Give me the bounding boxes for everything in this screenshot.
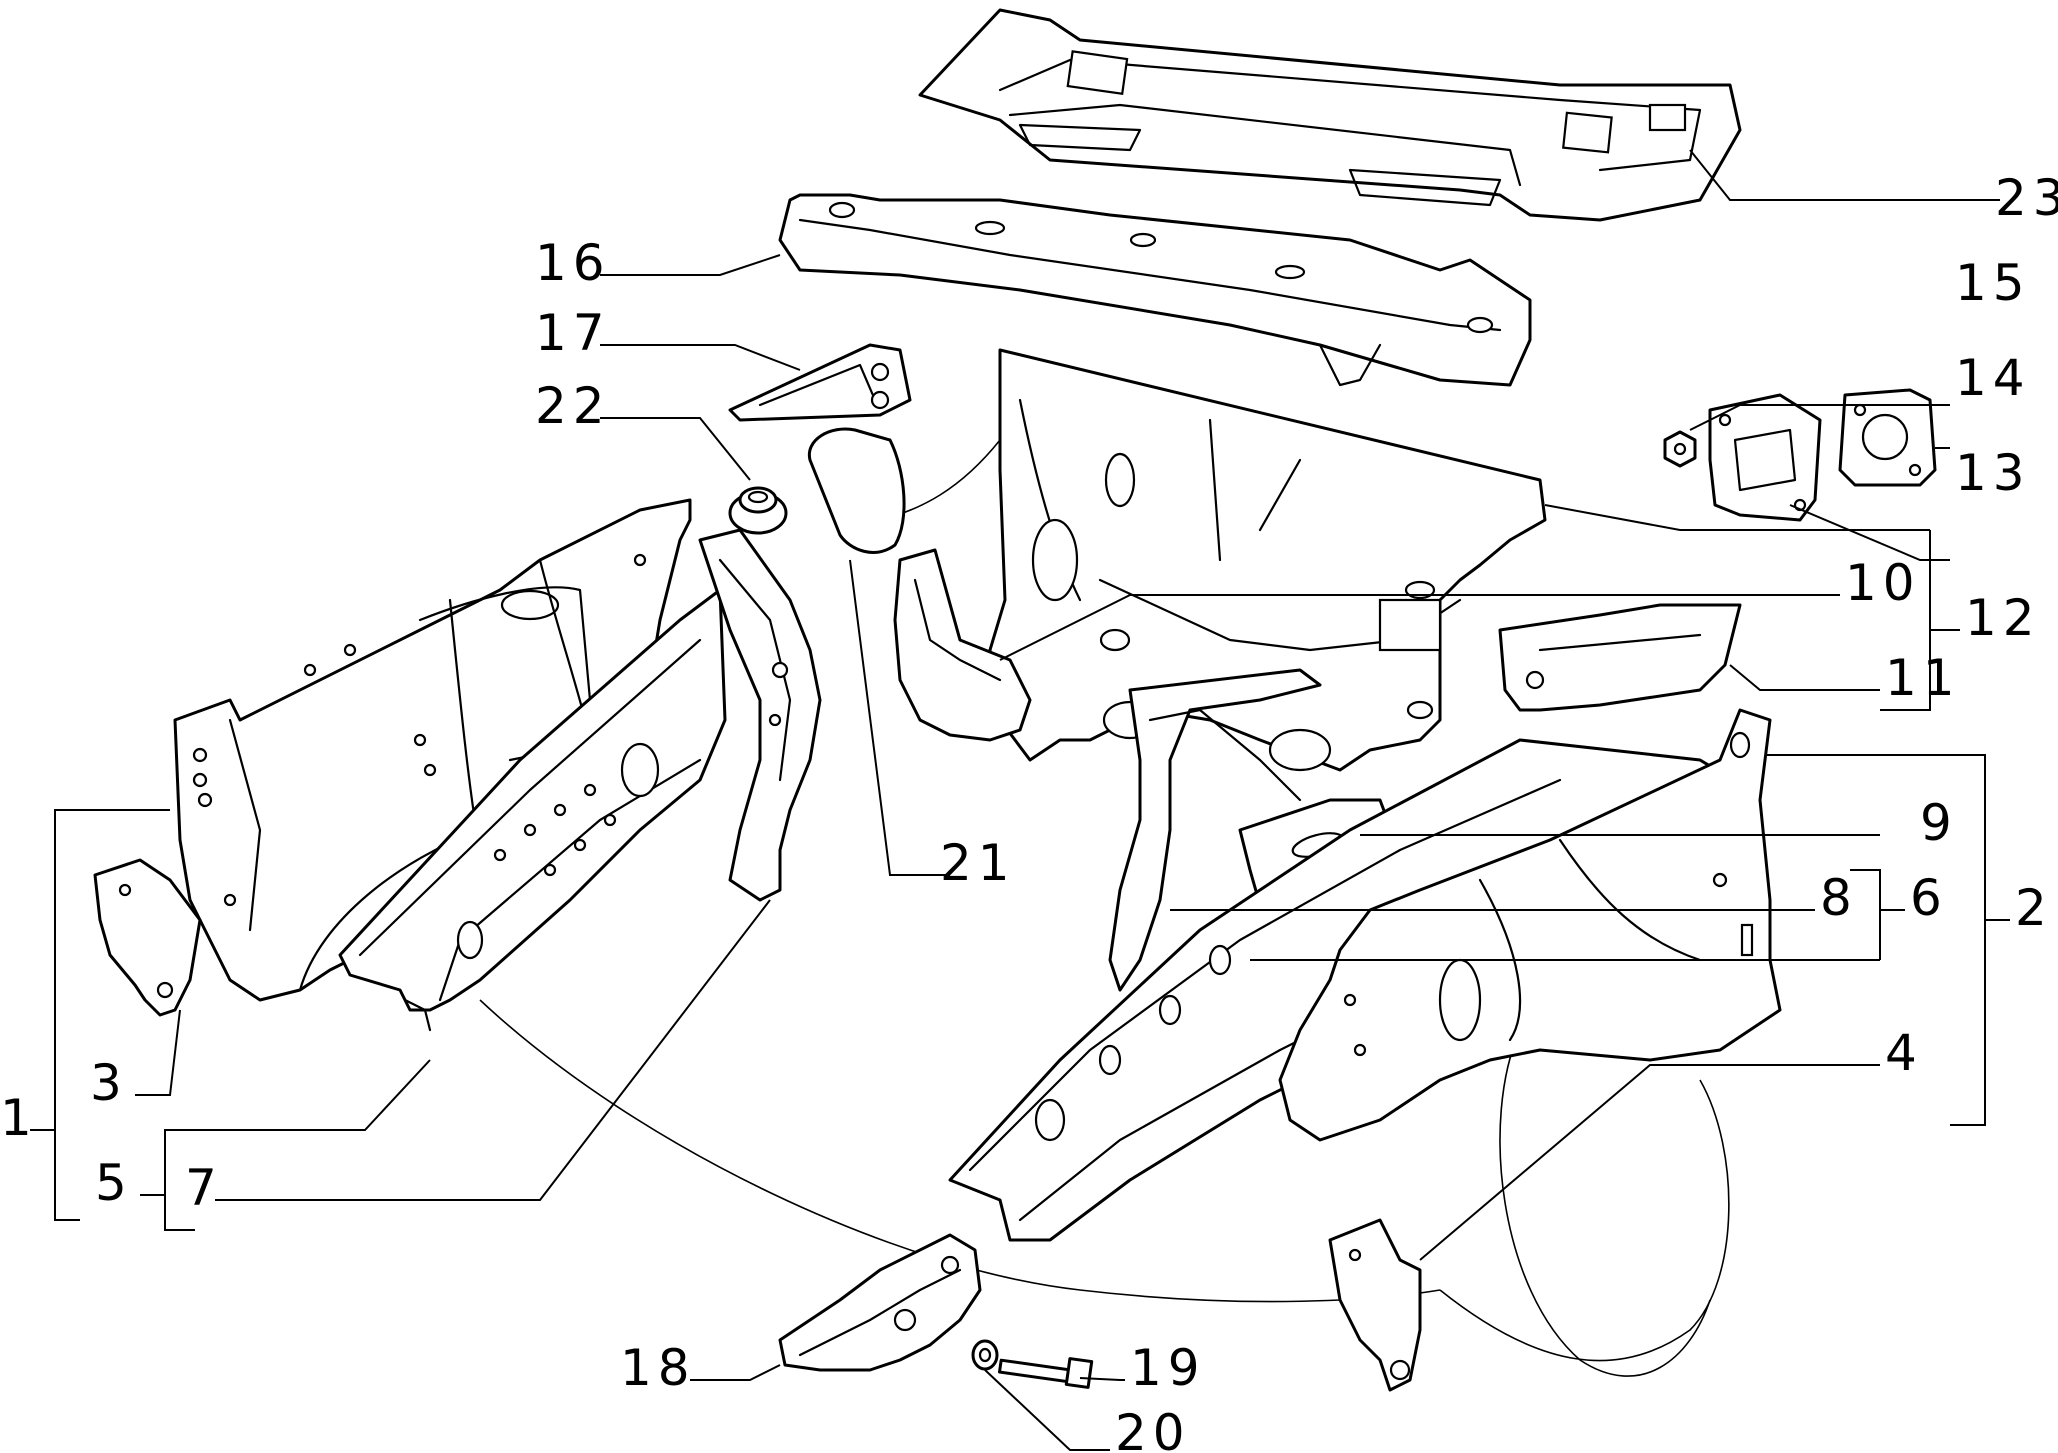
callout-17: 17 <box>535 304 611 362</box>
callout-3: 3 <box>90 1054 128 1112</box>
part-15-nut <box>1663 430 1697 468</box>
part-2-right-wheelhouse <box>1278 708 1782 1142</box>
part-10-bracket <box>893 548 1032 742</box>
callout-13: 13 <box>1955 444 2031 502</box>
callout-15: 15 <box>1955 254 2031 312</box>
part-19-bolt <box>998 1357 1094 1389</box>
part-8-inner-panel <box>1108 668 1332 992</box>
callout-21: 21 <box>940 834 1016 892</box>
callout-14: 14 <box>1955 349 2031 407</box>
part-20-washer <box>971 1339 999 1371</box>
callout-6: 6 <box>1910 869 1948 927</box>
part-16-cross-member <box>778 193 1532 387</box>
part-22-grommet <box>728 486 788 535</box>
part-14-strut-plate <box>1838 388 1937 487</box>
part-18-lower-bracket <box>778 1233 982 1372</box>
part-11-trim-panel <box>1498 603 1742 712</box>
leader-lines <box>30 149 2010 1451</box>
callout-11: 11 <box>1885 649 1961 707</box>
callout-12: 12 <box>1965 589 2041 647</box>
part-21-cover-plate <box>807 427 906 554</box>
callout-1: 1 <box>0 1089 38 1147</box>
callout-19: 19 <box>1130 1339 1206 1397</box>
callout-2: 2 <box>2015 879 2053 937</box>
part-13-mounting-plate <box>1708 393 1822 522</box>
part-7-left-reinforcement <box>698 528 822 902</box>
part-12-firewall <box>988 348 1547 772</box>
callout-9: 9 <box>1920 794 1958 852</box>
part-23-cowl-panel <box>918 8 1742 222</box>
callout-8: 8 <box>1820 869 1858 927</box>
callout-5: 5 <box>95 1154 133 1212</box>
callout-16: 16 <box>535 234 611 292</box>
callout-10: 10 <box>1845 554 1921 612</box>
callout-18: 18 <box>620 1339 696 1397</box>
part-17-bracket <box>728 343 912 422</box>
part-3-left-bracket <box>93 858 202 1017</box>
callout-7: 7 <box>185 1159 223 1217</box>
part-5-left-rail <box>338 588 727 1032</box>
callout-4: 4 <box>1885 1024 1923 1082</box>
part-4-right-bracket <box>1328 1218 1422 1392</box>
callout-23: 23 <box>1995 169 2058 227</box>
part-1-left-wheelhouse <box>173 498 692 1002</box>
callout-22: 22 <box>535 377 611 435</box>
callout-labels: 23 16 17 22 15 14 13 12 10 11 9 8 6 2 4 … <box>0 169 2058 1453</box>
callout-20: 20 <box>1115 1404 1191 1453</box>
